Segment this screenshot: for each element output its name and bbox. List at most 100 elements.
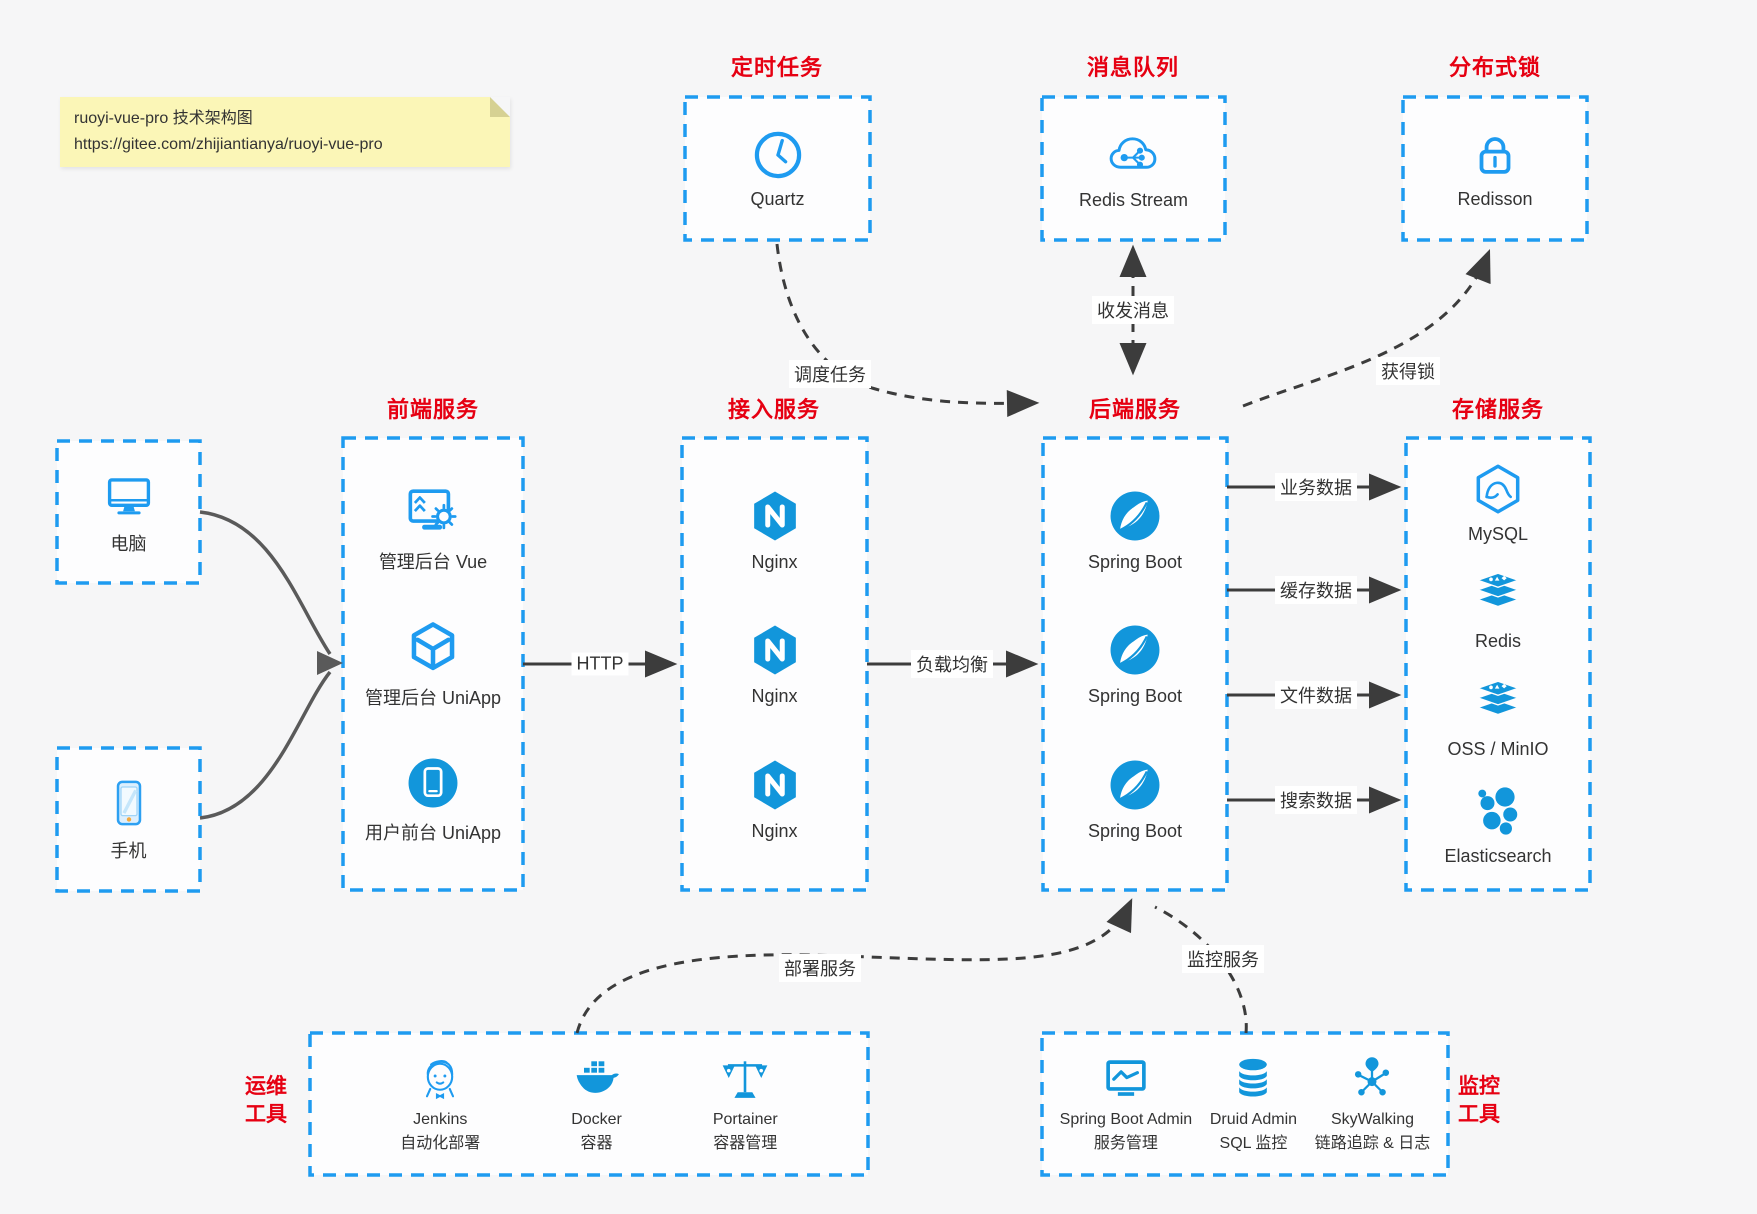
node-label: OSS / MinIO	[1447, 738, 1549, 759]
node-elasticsearch: Elasticsearch	[1444, 783, 1552, 867]
edge-label-schedule-task: 调度任务	[789, 360, 871, 388]
note-url: https://gitee.com/zhijiantianya/ruoyi-vu…	[74, 136, 383, 153]
storage-stack-icon	[1475, 680, 1521, 715]
node-label: Redisson	[1457, 188, 1533, 209]
title-storage: 存储服务	[1451, 397, 1545, 422]
spring-leaf-icon	[1110, 760, 1160, 809]
tool-name: Jenkins	[413, 1111, 468, 1128]
node-label: Spring Boot	[1087, 551, 1183, 572]
node-quartz: Quartz	[750, 128, 805, 210]
node-spring-boot-3: Spring Boot	[1088, 756, 1182, 842]
spring-leaf-icon	[1110, 625, 1160, 675]
quartz-box-border	[683, 95, 872, 242]
edge-label-cache-data: 缓存数据	[1275, 576, 1357, 604]
node-label: 手机	[110, 841, 147, 861]
title-monitoring-tools: 监控 工具	[1458, 1073, 1500, 1129]
clock-icon	[754, 131, 801, 178]
cube-icon	[411, 621, 455, 670]
edge-label-load-balance: 负载均衡	[911, 650, 993, 678]
title-monitoring-line1: 监控	[1458, 1075, 1500, 1098]
phone-circle-icon	[408, 758, 458, 808]
desktop-icon	[107, 477, 150, 514]
mobile-to-frontend-curve	[199, 670, 332, 820]
edge-label-monitor-service: 监控服务	[1182, 945, 1264, 973]
node-nginx-3: Nginx	[746, 756, 804, 842]
tool-desc: 容器管理	[713, 1135, 778, 1152]
node-pc: 电脑	[102, 469, 156, 556]
tool-name: Docker	[571, 1111, 622, 1128]
node-label: Spring Boot	[1087, 820, 1183, 841]
jenkins-icon	[426, 1060, 455, 1100]
node-mobile: 手机	[102, 776, 156, 863]
ops-box-border	[308, 1031, 870, 1177]
node-spring-boot-2: Spring Boot	[1088, 621, 1182, 707]
pc-to-frontend-curve	[199, 510, 332, 655]
spring-leaf-icon	[1110, 491, 1160, 540]
frontend-box: 管理后台 Vue 管理后台 UniApp 用户前台 UniApp	[343, 438, 523, 890]
scales-icon	[722, 1061, 768, 1098]
backend-box: Spring Boot Spring Boot Spring Boot	[1043, 438, 1227, 890]
redis-stack-icon	[1475, 572, 1521, 608]
node-skywalking: SkyWalking 链路追踪 & 日志	[1314, 1054, 1431, 1154]
node-label: Redis Stream	[1078, 189, 1189, 210]
title-ops-tools: 运维 工具	[245, 1073, 287, 1129]
cloud-stream-icon	[1110, 136, 1157, 169]
node-label: MySQL	[1467, 524, 1528, 545]
node-label: Quartz	[750, 188, 805, 209]
node-druid-admin: Druid Admin SQL 监控	[1210, 1054, 1297, 1154]
gateway-box: Nginx Nginx Nginx	[682, 438, 867, 890]
admin-screen-gear-icon	[408, 489, 457, 530]
edge-label-http: HTTP	[571, 652, 629, 676]
tool-desc: 自动化部署	[400, 1135, 481, 1152]
node-label: Redis	[1474, 631, 1522, 652]
tool-name: SkyWalking	[1331, 1111, 1414, 1128]
tool-name: Spring Boot Admin	[1059, 1111, 1193, 1128]
tool-desc: 服务管理	[1093, 1135, 1158, 1152]
redis-stream-box-border	[1040, 95, 1227, 242]
node-admin-uniapp: 管理后台 UniApp	[365, 619, 501, 710]
title-scheduled-task: 定时任务	[730, 55, 824, 80]
tool-name: Druid Admin	[1209, 1111, 1298, 1128]
node-jenkins: Jenkins 自动化部署	[400, 1054, 480, 1154]
edge-label-acquire-lock: 获得锁	[1376, 357, 1440, 385]
storage-box: MySQL Redis	[1406, 438, 1590, 890]
node-docker: Docker 容器	[571, 1054, 623, 1154]
monitoring-box-border	[1040, 1031, 1450, 1177]
database-icon	[1239, 1058, 1268, 1097]
quartz-box: Quartz	[685, 97, 870, 240]
redisson-box: Redisson	[1403, 97, 1587, 240]
mysql-dolphin-icon	[1476, 464, 1520, 514]
note-title: ruoyi-vue-pro 技术架构图	[74, 110, 253, 127]
node-redis-stream: Redis Stream	[1079, 127, 1188, 211]
edge-label-business-data: 业务数据	[1275, 473, 1357, 501]
edge-label-deploy-service: 部署服务	[779, 954, 861, 982]
node-oss-minio: OSS / MinIO	[1447, 676, 1549, 760]
tool-desc: 容器	[580, 1135, 613, 1152]
node-label: Elasticsearch	[1444, 845, 1552, 866]
mobile-box: 手机	[57, 748, 200, 891]
node-user-uniapp: 用户前台 UniApp	[365, 754, 501, 845]
topology-icon	[1355, 1057, 1390, 1096]
pc-box: 电脑	[57, 441, 200, 583]
clients-arrowhead	[317, 651, 343, 675]
node-nginx-2: Nginx	[746, 621, 804, 707]
tool-name: Portainer	[712, 1111, 778, 1128]
elasticsearch-icon	[1478, 787, 1518, 835]
title-distributed-lock: 分布式锁	[1448, 55, 1542, 80]
nginx-hexagon-icon	[753, 625, 796, 675]
node-spring-boot-1: Spring Boot	[1088, 487, 1182, 573]
title-backend: 后端服务	[1088, 397, 1182, 422]
node-label: Nginx	[751, 551, 798, 572]
edge-label-send-receive-message: 收发消息	[1092, 296, 1174, 324]
node-label: 管理后台 UniApp	[364, 687, 502, 708]
lock-icon	[1479, 136, 1511, 174]
tool-desc: SQL 监控	[1219, 1135, 1288, 1152]
docker-whale-icon	[576, 1061, 619, 1093]
tool-desc: 链路追踪 & 日志	[1314, 1135, 1431, 1152]
node-label: Nginx	[751, 686, 798, 706]
smartphone-icon	[116, 780, 141, 826]
title-monitoring-line2: 工具	[1458, 1103, 1500, 1126]
sticky-note: ruoyi-vue-pro 技术架构图 https://gitee.com/zh…	[60, 97, 510, 167]
node-redisson: Redisson	[1457, 128, 1533, 210]
